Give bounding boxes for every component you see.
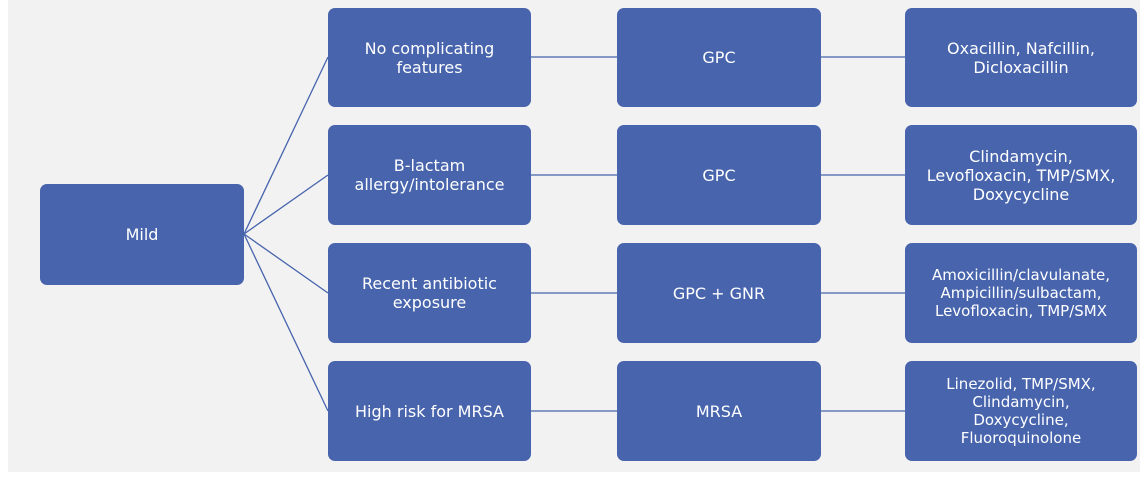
connector-root-row4 <box>243 233 329 412</box>
organism-label-1: GPC <box>702 48 736 67</box>
condition-label-1: No complicating features <box>364 38 495 77</box>
treatment-node-4: Linezolid, TMP/SMX, Clindamycin, Doxycyc… <box>905 361 1137 461</box>
treatment-label-2: Clindamycin, Levofloxacin, TMP/SMX, Doxy… <box>926 146 1116 204</box>
treatment-node-2: Clindamycin, Levofloxacin, TMP/SMX, Doxy… <box>905 125 1137 225</box>
organism-node-3: GPC + GNR <box>617 243 821 343</box>
condition-node-3: Recent antibiotic exposure <box>328 243 531 343</box>
organism-node-2: GPC <box>617 125 821 225</box>
root-label: Mild <box>125 225 159 244</box>
treatment-node-3: Amoxicillin/clavulanate, Ampicillin/sulb… <box>905 243 1137 343</box>
organism-label-2: GPC <box>702 165 736 185</box>
organism-label-3: GPC + GNR <box>672 283 766 303</box>
organism-node-1: GPC <box>617 8 821 107</box>
connector-root-row2 <box>243 174 329 235</box>
treatment-label-4: Linezolid, TMP/SMX, Clindamycin, Doxycyc… <box>946 375 1096 447</box>
treatment-node-1: Oxacillin, Nafcillin, Dicloxacillin <box>905 8 1137 107</box>
connector-root-row3 <box>243 233 329 294</box>
condition-label-4: High risk for MRSA <box>355 401 504 421</box>
treatment-label-1: Oxacillin, Nafcillin, Dicloxacillin <box>947 38 1095 77</box>
condition-node-2: B-lactam allergy/intolerance <box>328 125 531 225</box>
organism-node-4: MRSA <box>617 361 821 461</box>
connector-root-row1 <box>243 56 329 235</box>
root-node-mild: Mild <box>40 184 244 285</box>
condition-node-1: No complicating features <box>328 8 531 107</box>
condition-label-3: Recent antibiotic exposure <box>362 274 497 312</box>
organism-label-4: MRSA <box>695 401 743 421</box>
treatment-label-3: Amoxicillin/clavulanate, Ampicillin/sulb… <box>931 266 1111 320</box>
condition-node-4: High risk for MRSA <box>328 361 531 461</box>
condition-label-2: B-lactam allergy/intolerance <box>354 156 505 194</box>
